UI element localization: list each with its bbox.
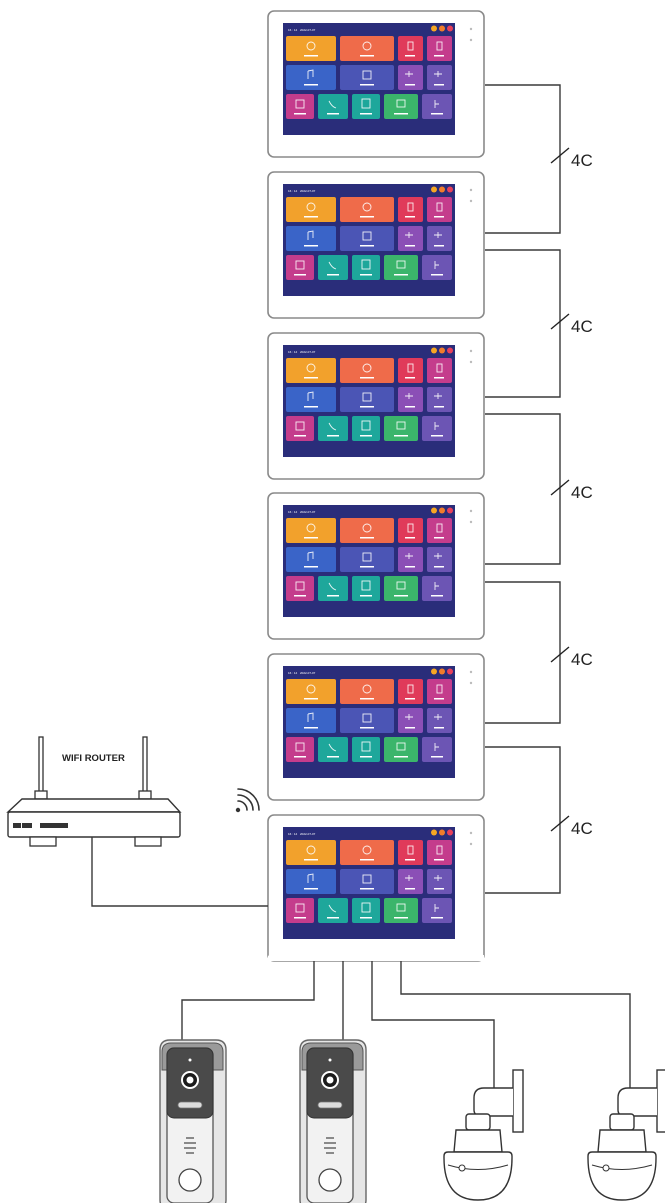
monitor-1 — [267, 10, 485, 158]
cable-label-4: 4C — [571, 650, 593, 669]
wifi-signal-icon — [235, 788, 260, 813]
ptz-camera-1 — [443, 1069, 524, 1201]
master-monitor-bottom — [267, 955, 484, 961]
monitor-4 — [267, 492, 485, 640]
monitor-3 — [267, 332, 485, 480]
monitor-6 — [267, 814, 485, 962]
monitor-5 — [267, 653, 485, 801]
cable-label-5: 4C — [571, 819, 593, 838]
cable-break-marks — [550, 147, 570, 832]
door-station-1 — [159, 1039, 227, 1203]
monitor-2 — [267, 171, 485, 319]
wifi-router — [6, 736, 182, 847]
device-cables — [181, 961, 631, 1094]
router-label: WIFI ROUTER — [62, 753, 125, 764]
cable-label-2: 4C — [571, 317, 593, 336]
door-station-2 — [299, 1039, 367, 1203]
cable-label-1: 4C — [571, 151, 593, 170]
daisy-chain-cables — [485, 84, 561, 894]
cable-label-3: 4C — [571, 483, 593, 502]
router-cable — [91, 837, 268, 907]
ptz-camera-2 — [587, 1069, 665, 1201]
